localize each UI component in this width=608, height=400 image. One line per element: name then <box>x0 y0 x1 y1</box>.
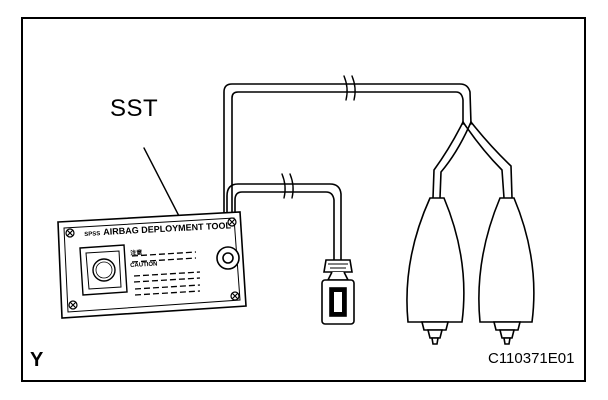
tool-brand: SPSS <box>84 231 101 238</box>
cable-lower <box>226 183 342 263</box>
sst-leader-line <box>143 147 181 219</box>
cable-socket <box>216 246 240 270</box>
cable-split-left <box>432 121 464 199</box>
plug-connector <box>321 259 355 325</box>
deployment-button <box>79 244 128 296</box>
tool-label-lines <box>131 251 201 296</box>
cable-top-break <box>343 75 356 101</box>
cable-lower-break <box>281 173 294 199</box>
corner-mark: Y <box>30 349 44 371</box>
alligator-clip-left <box>406 197 465 345</box>
caution-jp-label: 注意 <box>130 249 143 257</box>
sst-label: SST <box>110 95 159 122</box>
cable-split-right <box>462 121 505 199</box>
alligator-clip-right <box>478 197 535 345</box>
tool-screws <box>65 217 240 310</box>
figure-code: C110371E01 <box>488 350 575 367</box>
